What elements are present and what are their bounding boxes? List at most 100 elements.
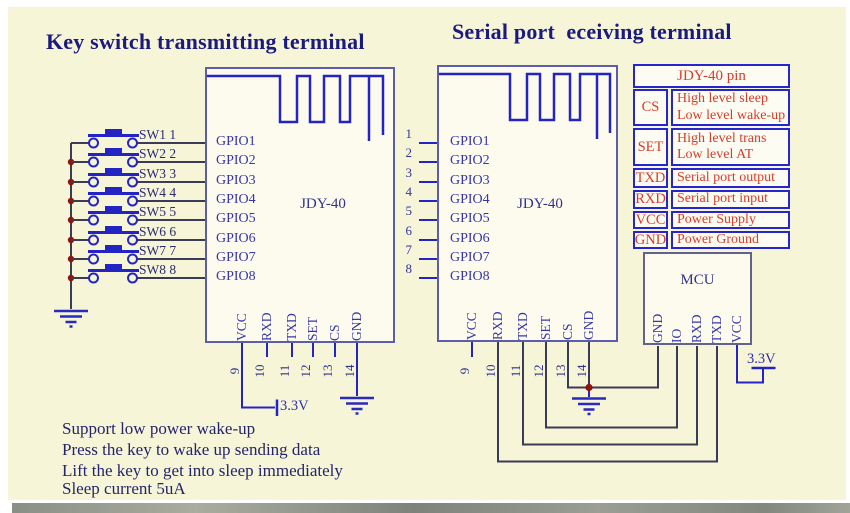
- mcu-pin-gnd: GND: [650, 313, 665, 343]
- rx-set-to-mcu-io: [545, 342, 678, 429]
- rx-pin-num-13: 13: [553, 364, 568, 378]
- antenna-icon: [207, 74, 385, 141]
- pin-table-cs-desc: High level sleep Low level wake-up: [671, 89, 790, 126]
- mcu-vcc-wire: [736, 345, 764, 384]
- ground-icon: [338, 396, 376, 415]
- rx-pin-txd: TXD: [515, 312, 530, 340]
- tx-module-name: JDY-40: [300, 196, 346, 212]
- ground-icon: [570, 397, 608, 416]
- rx-pin-num-12: 12: [531, 364, 546, 378]
- mcu-33v-label: 3.3V: [747, 351, 776, 367]
- note-line-1: Support low power wake-up: [62, 419, 256, 438]
- rx-pin-num-14: 14: [574, 364, 589, 378]
- rx-num-6: 6: [405, 223, 413, 238]
- rx-gpio3-label: GPIO3: [450, 173, 490, 188]
- mcu-pin-rxd: RXD: [689, 314, 704, 343]
- rx-num-2: 2: [405, 145, 413, 160]
- note-line-3: Lift the key to get into sleep immediate…: [62, 461, 343, 480]
- switch-sw8: [71, 264, 205, 284]
- rx-cs-wire: [567, 342, 586, 389]
- rx-rxd-to-mcu-txd: [497, 342, 718, 463]
- tx-33v-label: 3.3V: [280, 398, 309, 414]
- rx-pin-cs: CS: [560, 323, 575, 340]
- tx-gpio5-label: GPIO5: [216, 211, 256, 226]
- switch-sw7: [71, 245, 205, 265]
- rx-pin-vcc: VCC: [464, 312, 479, 340]
- rx-gpio6-label: GPIO6: [450, 231, 490, 246]
- rx-pin-num-10: 10: [483, 364, 498, 378]
- switch-sw2: [71, 148, 205, 168]
- rx-num-4: 4: [405, 184, 413, 199]
- tx-vcc-wire: [241, 343, 275, 409]
- gnd-to-mcu-gnd: [589, 346, 659, 389]
- tx-gpio8-label: GPIO8: [216, 269, 256, 284]
- tx-pin-num-12: 12: [298, 364, 313, 378]
- tx-pin-num-10: 10: [252, 364, 267, 378]
- mcu-pin-txd: TXD: [709, 315, 724, 343]
- rx-num-8: 8: [405, 261, 413, 276]
- sw8-label: SW8 8: [139, 262, 177, 277]
- pin-table-txd: TXD: [633, 168, 668, 188]
- rx-txd-to-mcu-rxd: [522, 342, 698, 446]
- mcu-pin-io: IO: [669, 328, 684, 343]
- tx-pin-num-14: 14: [342, 364, 357, 378]
- rx-pin-set: SET: [538, 315, 553, 340]
- pin-table-rxd: RXD: [633, 190, 668, 209]
- rx-module-name: JDY-40: [517, 196, 563, 212]
- ground-icon: [52, 309, 90, 328]
- rx-gpio2-label: GPIO2: [450, 153, 490, 168]
- sw5-label: SW5 5: [139, 204, 177, 219]
- junction-dot: [585, 383, 593, 392]
- pin-table-gnd-desc: Power Ground: [671, 231, 790, 249]
- rx-pin-num-9: 9: [457, 367, 472, 375]
- rx-gpio-stubs: [419, 142, 437, 279]
- switch-sw4: [71, 187, 205, 207]
- pin-table-header: JDY-40 pin: [633, 64, 790, 88]
- sw2-label: SW2 2: [139, 146, 177, 161]
- tx-gpio7-label: GPIO7: [216, 250, 256, 265]
- rx-gpio7-label: GPIO7: [450, 250, 490, 265]
- rx-gpio8-label: GPIO8: [450, 269, 490, 284]
- tx-pin-num-11: 11: [277, 364, 292, 378]
- bottom-crop-strip: [12, 503, 850, 513]
- receiver-title: Serial port eceiving terminal: [452, 19, 732, 44]
- sw7-label: SW7 7: [139, 243, 177, 258]
- transmitter-title: Key switch transmitting terminal: [46, 29, 365, 54]
- switch-sw5: [71, 206, 205, 226]
- switch-sw1: [71, 129, 205, 149]
- rx-num-3: 3: [405, 165, 413, 180]
- antenna-icon: [439, 72, 612, 139]
- sw6-label: SW6 6: [139, 224, 177, 239]
- sw4-label: SW4 4: [139, 185, 177, 200]
- switch-sw3: [71, 168, 205, 188]
- tx-pin-rxd: RXD: [259, 312, 274, 341]
- pin-table-gnd: GND: [633, 231, 668, 249]
- pin-table-txd-desc: Serial port output: [671, 168, 790, 188]
- mcu-pin-vcc: VCC: [729, 315, 744, 343]
- switch-sw6: [71, 226, 205, 246]
- tx-pin-stub: [266, 343, 336, 357]
- note-line-2: Press the key to wake up sending data: [62, 440, 321, 459]
- rx-num-7: 7: [405, 242, 413, 257]
- mcu-name: MCU: [680, 272, 715, 288]
- rx-gpio5-label: GPIO5: [450, 211, 490, 226]
- note-line-4: Sleep current 5uA: [62, 479, 186, 498]
- sw3-label: SW3 3: [139, 166, 177, 181]
- rx-gpio1-label: GPIO1: [450, 134, 490, 149]
- mcu-box: [643, 252, 752, 345]
- tx-gpio2-label: GPIO2: [216, 153, 256, 168]
- tx-gpio6-label: GPIO6: [216, 231, 256, 246]
- pin-table-set: SET: [633, 128, 668, 166]
- sw1-label: SW1 1: [139, 127, 177, 142]
- transmitter-module-box: [205, 67, 395, 343]
- pin-table-set-desc: High level trans Low level AT: [671, 128, 790, 166]
- pin-table-vcc-desc: Power Supply: [671, 211, 790, 229]
- rx-pin-num-11: 11: [508, 364, 523, 378]
- tx-pin-gnd: GND: [349, 311, 364, 341]
- pin-table-cs: CS: [633, 89, 668, 126]
- rx-num-1: 1: [405, 126, 413, 141]
- rx-num-5: 5: [405, 203, 413, 218]
- tx-pin-cs: CS: [327, 324, 342, 341]
